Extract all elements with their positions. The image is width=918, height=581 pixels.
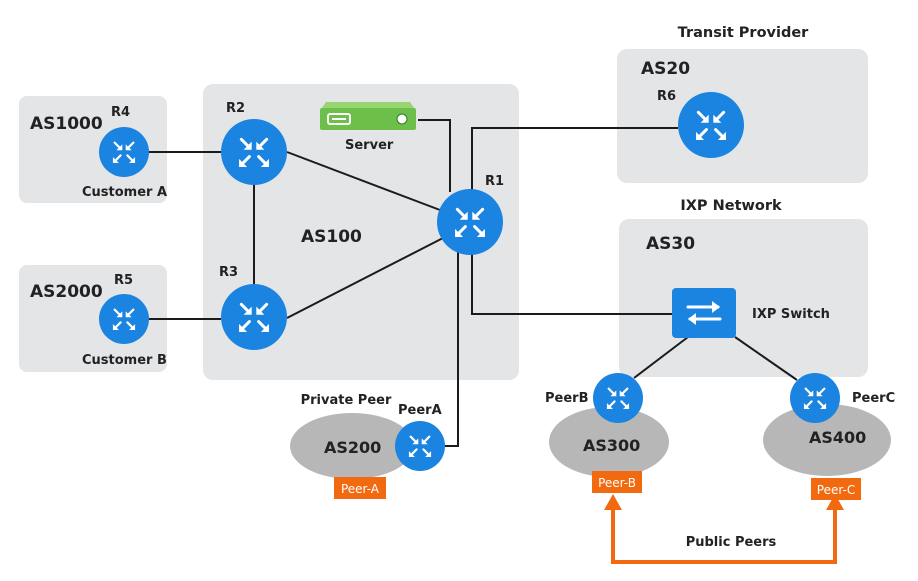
link-r1-r6 (471, 127, 678, 192)
router-r2-icon[interactable] (221, 119, 287, 185)
as200-cloud (290, 413, 414, 479)
public-peers-connector (604, 494, 844, 564)
tag-peer-b-text: Peer-B (598, 476, 636, 490)
label-as100: AS100 (301, 227, 362, 247)
router-r4-icon[interactable] (99, 127, 149, 177)
as400-cloud (763, 404, 891, 476)
label-as200: AS200 (324, 438, 381, 457)
heading-ixp-network: IXP Network (680, 198, 782, 214)
label-r3: R3 (219, 265, 238, 280)
tag-peer-b (592, 471, 642, 493)
tag-peer-c-text: Peer-C (817, 483, 855, 497)
link-server-r1 (418, 119, 451, 192)
router-r6-icon[interactable] (678, 92, 744, 158)
router-r5-icon[interactable] (99, 294, 149, 344)
link-ixp-peerc (734, 336, 798, 381)
label-r4: R4 (111, 105, 130, 120)
server-icon[interactable] (320, 102, 416, 130)
label-as1000: AS1000 (30, 114, 103, 134)
as2000-box (19, 265, 167, 372)
label-server: Server (345, 138, 394, 153)
link-r3-r1 (286, 237, 444, 319)
label-r6: R6 (657, 89, 676, 104)
router-peerb-icon[interactable] (593, 373, 643, 423)
link-r2-r1 (286, 151, 441, 211)
heading-public-peers: Public Peers (686, 535, 777, 550)
tag-peer-a-text: Peer-A (341, 482, 380, 496)
router-r3-icon[interactable] (221, 284, 287, 350)
heading-transit-provider: Transit Provider (678, 25, 810, 41)
ixp-switch-icon[interactable] (672, 288, 736, 338)
label-as400: AS400 (809, 428, 866, 447)
label-r1: R1 (485, 174, 504, 189)
router-peera-icon[interactable] (395, 421, 445, 471)
link-ixp-peerb (633, 336, 689, 379)
label-as20: AS20 (641, 59, 690, 79)
as300-cloud (549, 407, 669, 477)
label-as300: AS300 (583, 436, 640, 455)
link-r1-ixp (471, 252, 672, 315)
heading-private-peer: Private Peer (301, 393, 392, 408)
tag-peer-a (334, 477, 386, 499)
label-peerc: PeerC (852, 391, 895, 406)
label-as30: AS30 (646, 234, 695, 254)
label-r2: R2 (226, 101, 245, 116)
label-ixp-switch: IXP Switch (752, 307, 830, 322)
router-r1-icon[interactable] (437, 189, 503, 255)
tag-peer-c (811, 478, 861, 500)
label-customer-b: Customer B (82, 353, 167, 368)
label-r5: R5 (114, 273, 133, 288)
label-peera: PeerA (398, 403, 442, 418)
router-peerc-icon[interactable] (790, 373, 840, 423)
label-peerb: PeerB (545, 391, 588, 406)
link-r1-peera (445, 252, 459, 447)
label-as2000: AS2000 (30, 282, 103, 302)
label-customer-a: Customer A (82, 185, 167, 200)
